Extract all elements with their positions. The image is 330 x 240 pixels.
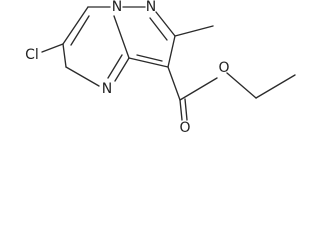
bond-ethyl-c1-c2 xyxy=(255,74,296,99)
bond-ring-n-c2-inner xyxy=(149,17,168,41)
atom-label-carbonyl-o: O xyxy=(179,120,190,136)
bond-carbonyl-c-o-double-b xyxy=(184,98,188,121)
bond-c3-c3a-inner xyxy=(136,54,163,62)
bond-c6-c7 xyxy=(62,6,89,45)
bond-carbonyl-c-ester-o xyxy=(179,77,218,101)
bond-c3a-n4-inner xyxy=(107,54,123,79)
bond-group xyxy=(41,6,296,121)
bond-c5-c6 xyxy=(62,43,67,68)
bond-carbonyl-c-o-double-a xyxy=(179,99,183,121)
bond-c2-c3 xyxy=(167,35,176,68)
bond-c6-c7-inner xyxy=(70,15,90,46)
bond-n4-c5 xyxy=(65,66,100,87)
bond-c3-carbonyl-c xyxy=(167,66,181,101)
bond-c3a-n4 xyxy=(114,57,130,82)
atom-label-group: Cl N N N O O xyxy=(25,0,229,136)
bond-ester-o-ethyl-c1 xyxy=(226,72,257,99)
molecule-structure-diagram: Cl N N N O O xyxy=(25,0,296,136)
atom-label-ester-o: O xyxy=(218,60,229,76)
atom-label-bridge-n: N xyxy=(112,0,122,15)
bond-c2-methyl xyxy=(174,25,214,37)
atom-label-ring-n-upper: N xyxy=(146,0,156,15)
atom-label-chloro: Cl xyxy=(25,47,39,63)
bond-bridge-n-c3a xyxy=(113,15,130,59)
bond-c3-c3a xyxy=(128,57,169,68)
bond-cl-c6 xyxy=(41,43,64,53)
atom-label-ring-n-lower: N xyxy=(102,81,112,97)
bond-ring-n-c2 xyxy=(155,11,176,37)
